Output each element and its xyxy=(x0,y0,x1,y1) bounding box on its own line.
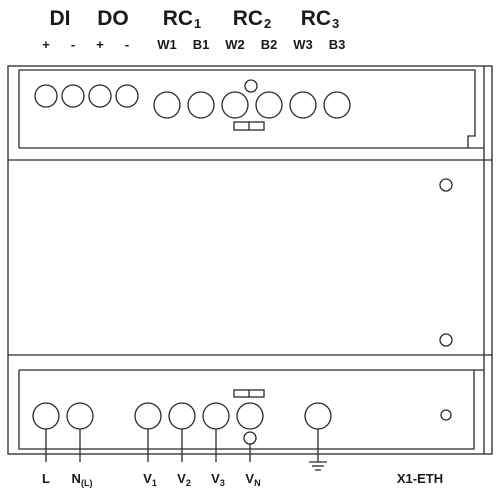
mounting-hole-bottom xyxy=(439,333,453,347)
terminal-di-minus[interactable] xyxy=(61,84,85,108)
group-label-rc3-sub: 3 xyxy=(332,16,340,31)
terminal-do-plus[interactable] xyxy=(88,84,112,108)
group-label-rc2: RC2 xyxy=(233,8,272,30)
terminal-vn[interactable] xyxy=(236,402,264,430)
mounting-hole-top xyxy=(439,178,453,192)
terminal-di-plus[interactable] xyxy=(34,84,58,108)
terminal-label-v1-base: V xyxy=(143,471,152,486)
terminal-label-vn-sub: N xyxy=(254,478,261,488)
terminal-label-l: L xyxy=(42,471,50,486)
group-label-rc1-base: RC xyxy=(162,7,194,30)
terminal-label-n-base: N xyxy=(71,471,81,486)
terminal-w1[interactable] xyxy=(153,91,181,119)
eth-indicator xyxy=(440,409,452,421)
terminal-label-vn: VN xyxy=(245,472,260,488)
terminal-label-do-plus: + xyxy=(96,37,104,52)
terminal-label-v3-base: V xyxy=(211,471,220,486)
terminal-v3[interactable] xyxy=(202,402,230,430)
terminal-b2[interactable] xyxy=(255,91,283,119)
terminal-label-v3: V3 xyxy=(211,472,225,488)
terminal-v1[interactable] xyxy=(134,402,162,430)
terminal-label-v1: V1 xyxy=(143,472,157,488)
terminal-n[interactable] xyxy=(66,402,94,430)
top-screw-dimple xyxy=(244,79,258,93)
terminal-b1[interactable] xyxy=(187,91,215,119)
device-housing xyxy=(7,65,493,455)
group-label-rc3-base: RC xyxy=(300,7,332,30)
terminal-label-b3: B3 xyxy=(328,37,346,52)
group-label-rc3: RC3 xyxy=(301,8,340,30)
terminal-label-v2-sub: 2 xyxy=(185,478,191,488)
terminal-w3[interactable] xyxy=(289,91,317,119)
terminal-b3[interactable] xyxy=(323,91,351,119)
terminal-label-di-minus: - xyxy=(70,37,76,52)
terminal-label-v3-sub: 3 xyxy=(219,478,225,488)
terminal-label-v2-base: V xyxy=(177,471,186,486)
group-label-rc2-base: RC xyxy=(232,7,264,30)
top-terminal-block xyxy=(18,69,476,148)
terminal-earth[interactable] xyxy=(304,402,332,430)
group-label-do: DO xyxy=(97,7,129,30)
group-label-di: DI xyxy=(49,7,71,30)
bottom-terminals xyxy=(32,402,332,430)
terminal-label-n: N(L) xyxy=(72,472,93,488)
terminal-label-w2: W2 xyxy=(225,37,245,52)
terminal-label-n-sub: (L) xyxy=(80,478,93,488)
terminal-do-minus[interactable] xyxy=(115,84,139,108)
terminal-label-b2: B2 xyxy=(260,37,278,52)
group-label-rc1-sub: 1 xyxy=(194,16,202,31)
terminal-label-di-plus: + xyxy=(42,37,50,52)
terminal-label-v1-sub: 1 xyxy=(151,478,157,488)
terminal-label-v2: V2 xyxy=(177,472,191,488)
terminal-label-eth: X1-ETH xyxy=(396,471,444,486)
ground-icon xyxy=(309,461,327,471)
terminal-label-w1: W1 xyxy=(157,37,177,52)
group-label-rc1: RC1 xyxy=(163,8,202,30)
terminal-label-vn-base: V xyxy=(245,471,255,486)
terminal-wires xyxy=(45,429,319,462)
terminal-label-w3: W3 xyxy=(293,37,313,52)
terminal-l[interactable] xyxy=(32,402,60,430)
bottom-terminal-block xyxy=(18,370,475,450)
group-label-rc2-sub: 2 xyxy=(264,16,272,31)
terminal-v2[interactable] xyxy=(168,402,196,430)
top-terminals xyxy=(34,84,351,119)
terminal-label-do-minus: - xyxy=(124,37,130,52)
terminal-w2[interactable] xyxy=(221,91,249,119)
bottom-screw-dimple xyxy=(243,431,257,445)
terminal-label-b1: B1 xyxy=(192,37,210,52)
